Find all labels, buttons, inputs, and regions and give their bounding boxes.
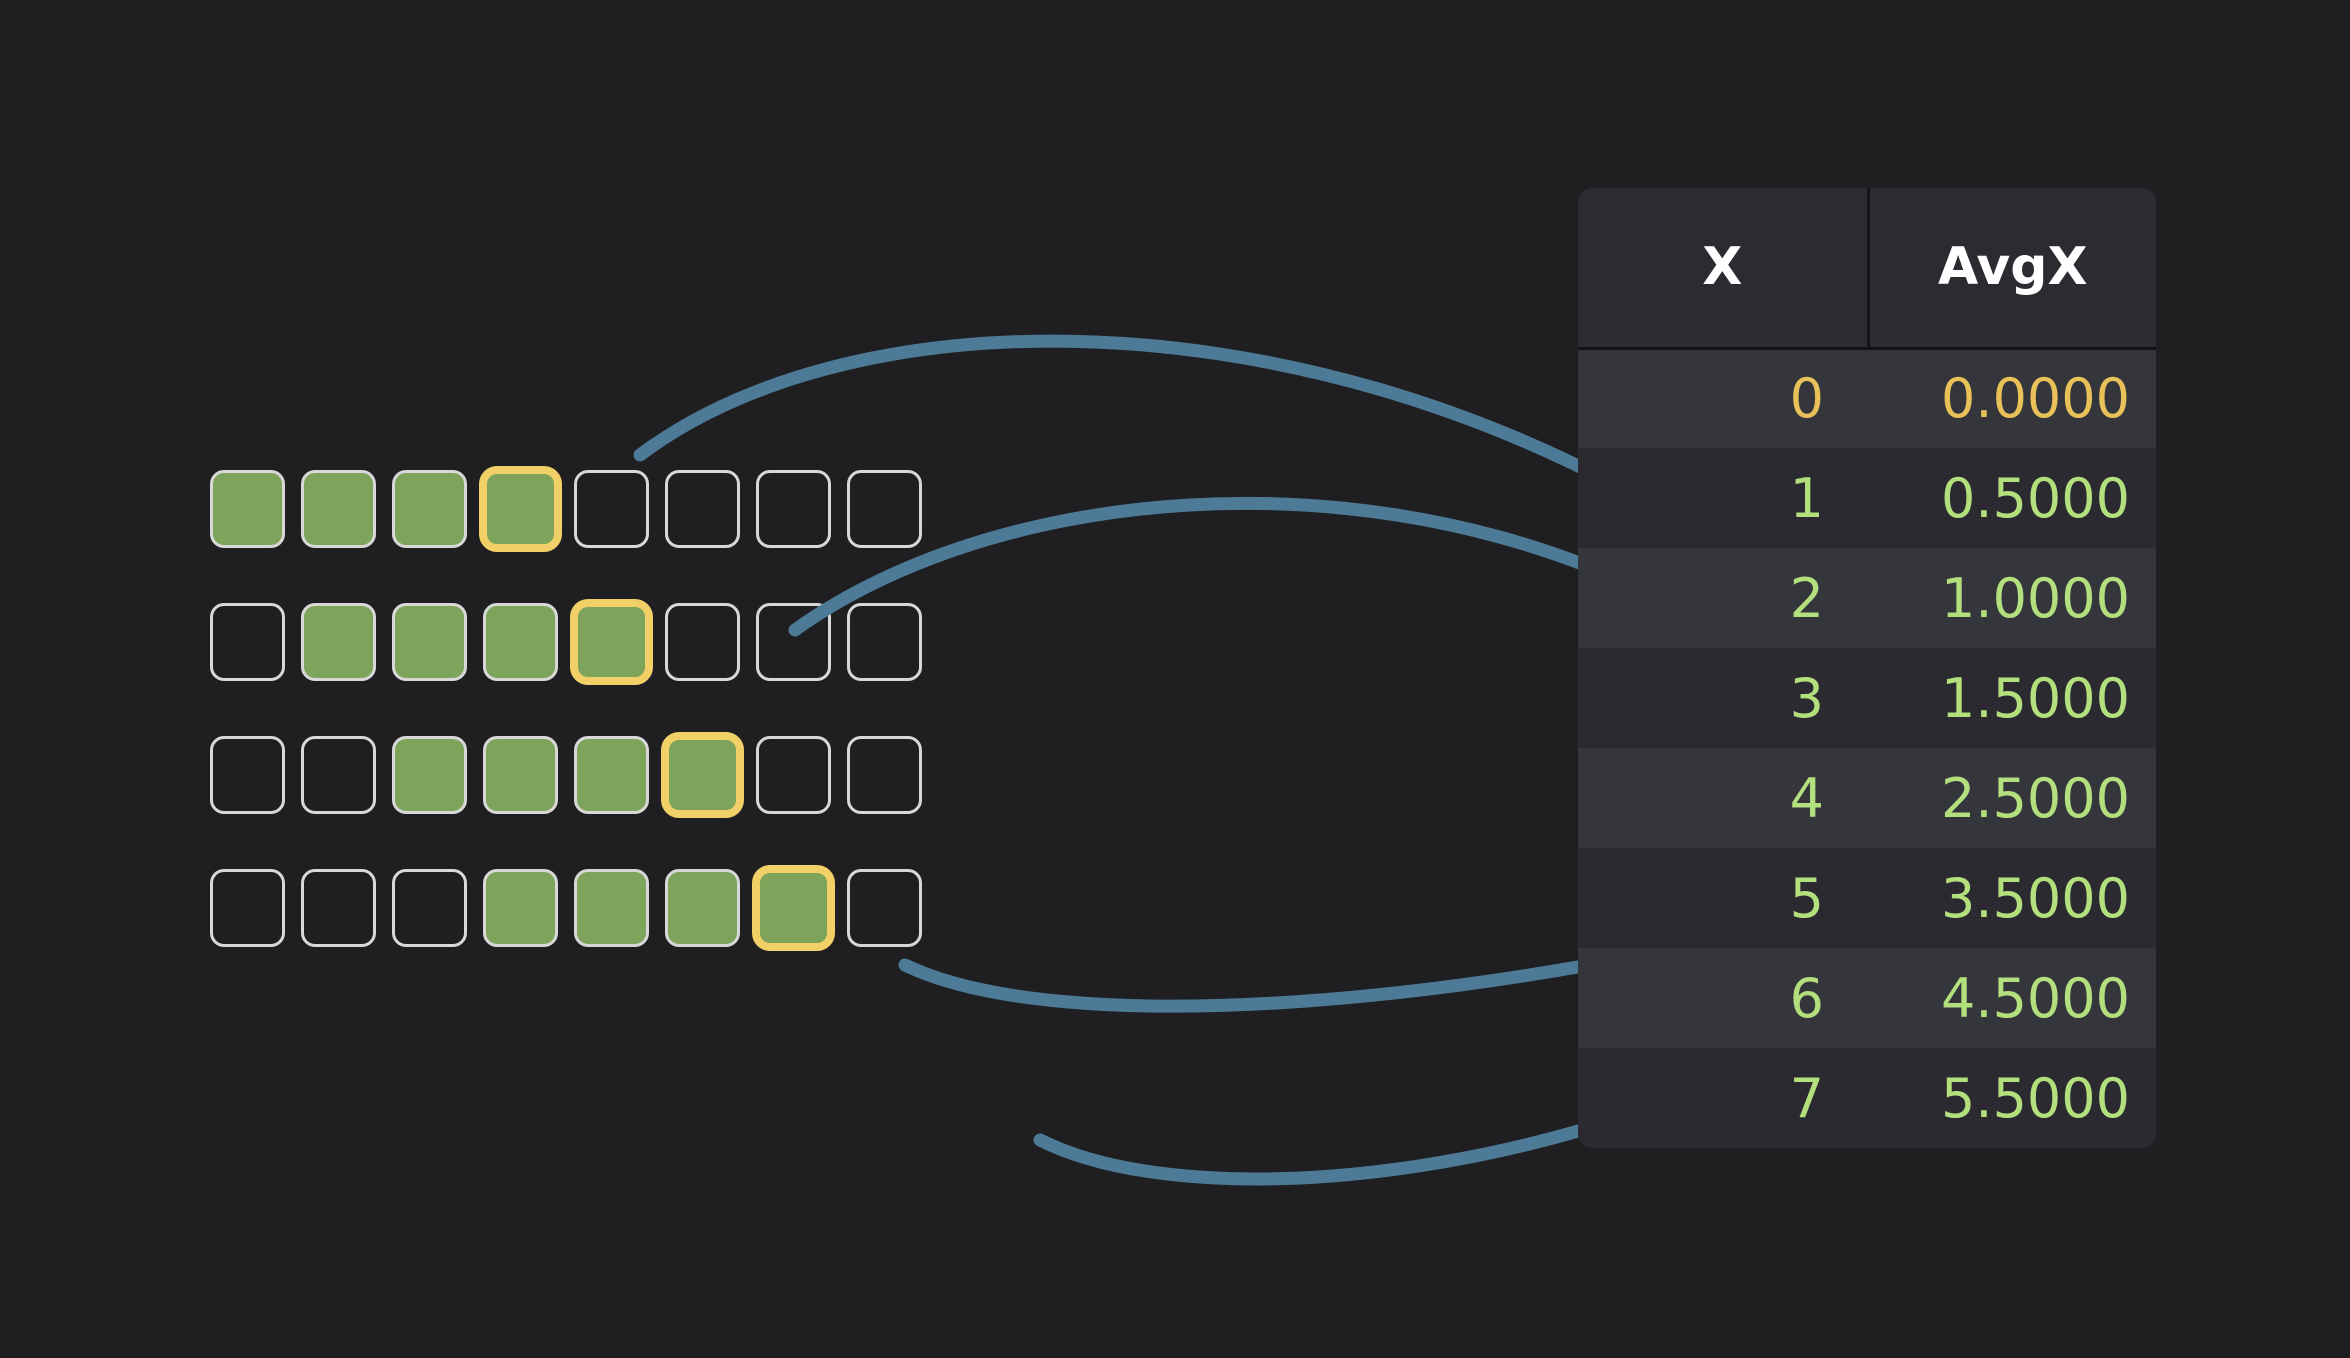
grid-cell-filled[interactable] (483, 869, 558, 947)
grid-row (210, 732, 922, 818)
grid-cell-empty[interactable] (210, 869, 285, 947)
grid-cell-current[interactable] (479, 466, 562, 552)
grid-cell-empty[interactable] (574, 470, 649, 548)
cell-avgx: 0.5000 (1941, 466, 2130, 530)
grid-cell-empty[interactable] (756, 736, 831, 814)
grid-cell-filled[interactable] (301, 470, 376, 548)
grid-cell-filled[interactable] (301, 603, 376, 681)
grid-cell-filled[interactable] (665, 869, 740, 947)
table-row[interactable]: 6 4.5000 (1578, 948, 2156, 1048)
grid-cell-empty[interactable] (847, 603, 922, 681)
table-header-row: X AvgX (1578, 188, 2156, 350)
cell-avgx: 3.5000 (1941, 866, 2130, 930)
grid-cell-empty[interactable] (392, 869, 467, 947)
grid-cell-filled[interactable] (392, 603, 467, 681)
grid-row (210, 466, 922, 552)
cell-avgx: 1.5000 (1941, 666, 2130, 730)
cell-x: 4 (1789, 766, 1824, 830)
grid-cell-empty[interactable] (301, 869, 376, 947)
cell-avgx: 1.0000 (1941, 566, 2130, 630)
table-row[interactable]: 4 2.5000 (1578, 748, 2156, 848)
grid-cell-empty[interactable] (665, 603, 740, 681)
grid-cell-filled[interactable] (483, 603, 558, 681)
grid-cell-current[interactable] (570, 599, 653, 685)
grid-cell-current[interactable] (752, 865, 835, 951)
cell-avgx: 0.0000 (1941, 367, 2130, 431)
grid-cell-empty[interactable] (756, 603, 831, 681)
table-body: 0 0.0000 1 0.5000 2 1.0000 3 1.5000 4 2.5000 5 3.50… (1578, 348, 2156, 1148)
grid-cell-filled[interactable] (483, 736, 558, 814)
table-row[interactable]: 2 1.0000 (1578, 548, 2156, 648)
table-row[interactable]: 7 5.5000 (1578, 1048, 2156, 1148)
grid-cell-empty[interactable] (847, 736, 922, 814)
cell-grid (210, 466, 922, 951)
cell-avgx: 4.5000 (1941, 966, 2130, 1030)
avg-table-panel: X AvgX 0 0.0000 1 0.5000 2 1.0000 3 1.5000 4 2.50… (1578, 188, 2156, 1148)
cell-x: 5 (1789, 866, 1824, 930)
grid-cell-filled[interactable] (574, 736, 649, 814)
column-header-avgx[interactable]: AvgX (1868, 188, 2156, 350)
table-row[interactable]: 1 0.5000 (1578, 448, 2156, 548)
grid-cell-empty[interactable] (847, 869, 922, 947)
grid-cell-empty[interactable] (847, 470, 922, 548)
cell-x: 7 (1789, 1066, 1824, 1130)
cell-x: 0 (1789, 367, 1824, 431)
grid-cell-empty[interactable] (210, 603, 285, 681)
grid-cell-filled[interactable] (392, 736, 467, 814)
cell-x: 6 (1789, 966, 1824, 1030)
grid-cell-filled[interactable] (392, 470, 467, 548)
grid-cell-empty[interactable] (210, 736, 285, 814)
table-row[interactable]: 3 1.5000 (1578, 648, 2156, 748)
column-header-x[interactable]: X (1578, 188, 1870, 350)
grid-cell-empty[interactable] (756, 470, 831, 548)
grid-row (210, 599, 922, 685)
cell-avgx: 2.5000 (1941, 766, 2130, 830)
cell-x: 3 (1789, 666, 1824, 730)
grid-cell-filled[interactable] (574, 869, 649, 947)
grid-cell-empty[interactable] (665, 470, 740, 548)
table-head: X AvgX (1578, 188, 2156, 350)
avg-table: X AvgX 0 0.0000 1 0.5000 2 1.0000 3 1.5000 4 2.50… (1578, 188, 2156, 1148)
grid-cell-current[interactable] (661, 732, 744, 818)
table-row[interactable]: 0 0.0000 (1578, 348, 2156, 448)
cell-x: 1 (1789, 466, 1824, 530)
grid-row (210, 865, 922, 951)
grid-cell-empty[interactable] (301, 736, 376, 814)
grid-cell-filled[interactable] (210, 470, 285, 548)
cell-avgx: 5.5000 (1941, 1066, 2130, 1130)
table-row[interactable]: 5 3.5000 (1578, 848, 2156, 948)
cell-x: 2 (1789, 566, 1824, 630)
